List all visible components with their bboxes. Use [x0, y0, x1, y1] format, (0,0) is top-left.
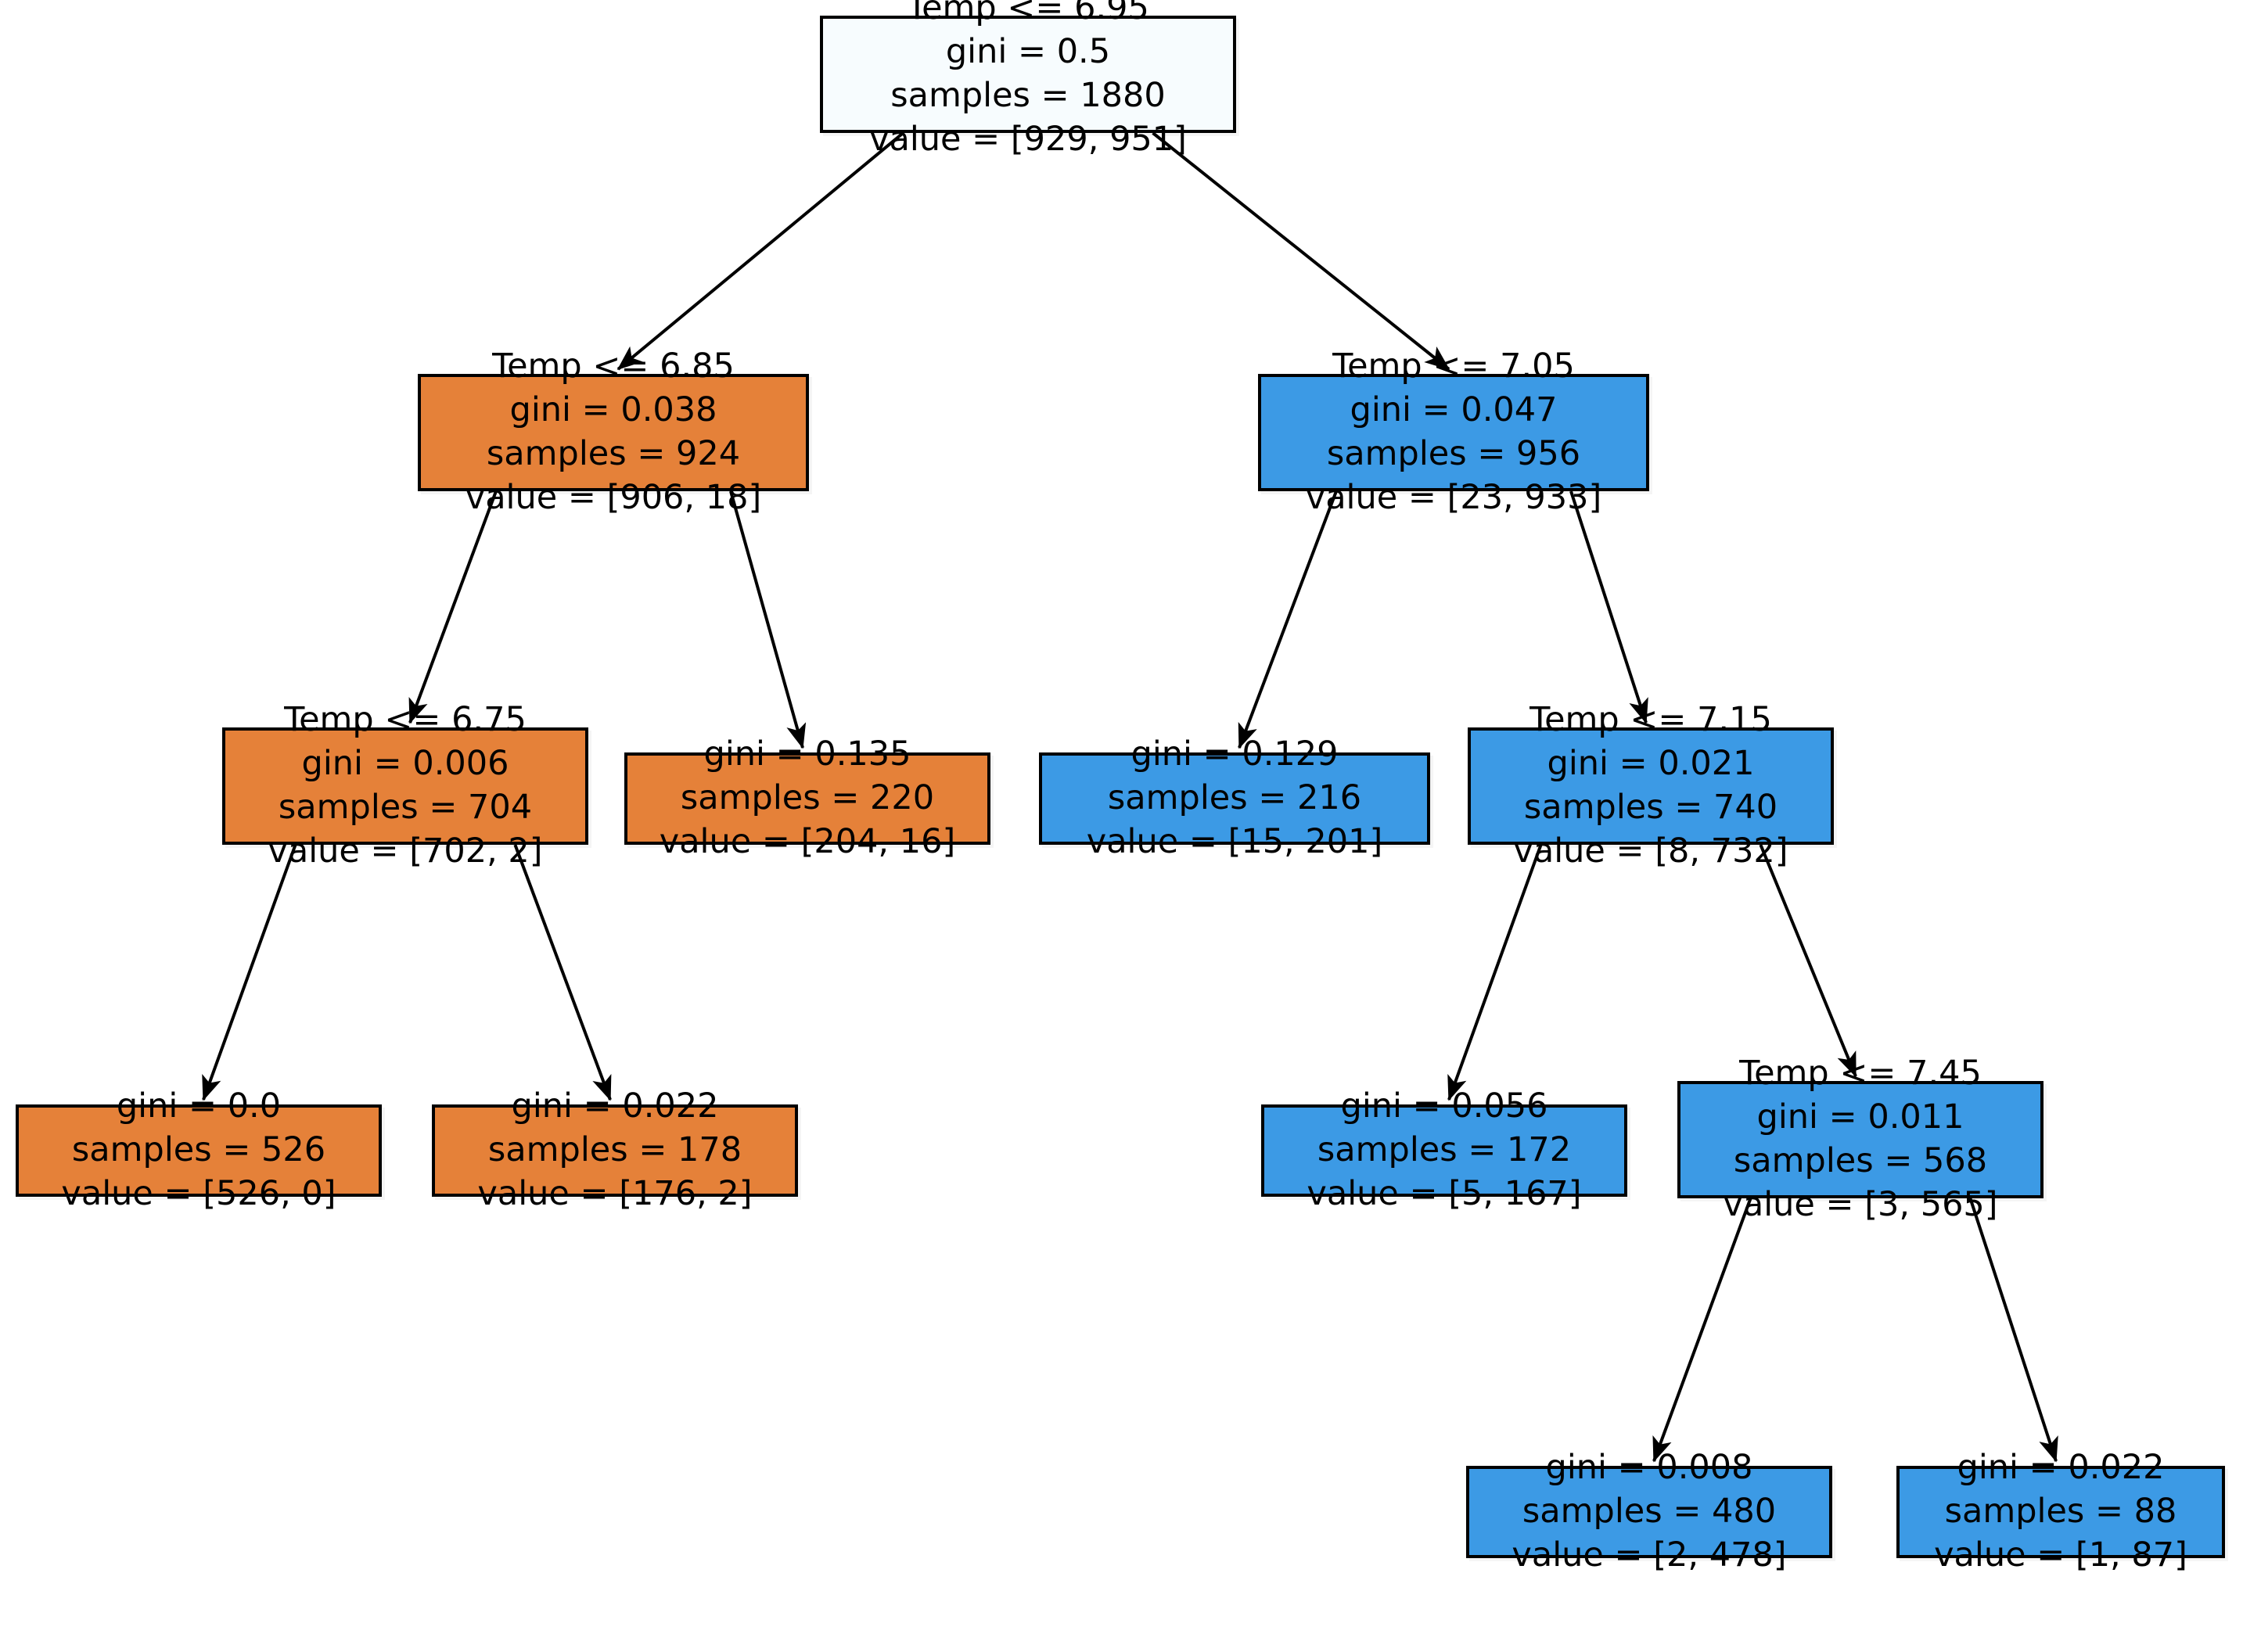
- node-samples: samples = 924: [486, 434, 741, 473]
- node-samples: samples = 956: [1326, 434, 1581, 473]
- node-samples: samples = 526: [71, 1130, 326, 1170]
- node-gini: gini = 0.0: [116, 1086, 282, 1126]
- node-condition: Temp <= 6.85: [492, 347, 735, 386]
- node-value: value = [2, 478]: [1512, 1535, 1787, 1575]
- tree-edge: [202, 844, 297, 1101]
- node-gini: gini = 0.006: [301, 744, 509, 784]
- node-samples: samples = 178: [487, 1130, 742, 1170]
- tree-edge: [513, 844, 612, 1101]
- node-samples: samples = 704: [278, 788, 533, 827]
- node-value: value = [1, 87]: [1934, 1535, 2187, 1575]
- tree-edge: [1238, 490, 1338, 749]
- tree-node: Temp <= 6.85 gini = 0.038 samples = 924 val…: [418, 347, 809, 517]
- tree-edge: [729, 490, 807, 749]
- node-gini: gini = 0.5: [945, 32, 1111, 72]
- node-gini: gini = 0.038: [509, 390, 717, 430]
- tree-edge: [408, 490, 498, 724]
- node-gini: gini = 0.135: [703, 734, 911, 774]
- node-condition: Temp <= 7.15: [1529, 700, 1772, 740]
- tree-edge: [1569, 490, 1648, 724]
- node-value: value = [5, 167]: [1307, 1173, 1582, 1213]
- node-condition: Temp <= 7.05: [1332, 347, 1575, 386]
- node-samples: samples = 216: [1107, 778, 1362, 818]
- node-value: value = [929, 951]: [869, 119, 1187, 159]
- tree-edge: [1759, 844, 1857, 1078]
- node-gini: gini = 0.056: [1340, 1086, 1548, 1126]
- node-samples: samples = 1880: [890, 76, 1166, 115]
- node-value: value = [15, 201]: [1086, 821, 1383, 861]
- node-gini: gini = 0.021: [1547, 744, 1755, 784]
- node-samples: samples = 480: [1522, 1492, 1777, 1532]
- tree-edge: [1447, 844, 1543, 1101]
- node-value: value = [3, 565]: [1723, 1184, 1998, 1224]
- node-samples: samples = 740: [1523, 788, 1778, 827]
- node-value: value = [176, 2]: [477, 1173, 753, 1213]
- tree-edge: [1968, 1198, 2058, 1463]
- node-gini: gini = 0.022: [1957, 1448, 2165, 1488]
- node-value: value = [526, 0]: [61, 1173, 336, 1213]
- node-condition: Temp <= 6.75: [284, 700, 527, 740]
- node-value: value = [906, 18]: [465, 477, 762, 517]
- node-samples: samples = 88: [1944, 1492, 2177, 1532]
- node-samples: samples = 568: [1733, 1141, 1988, 1180]
- node-value: value = [23, 933]: [1305, 477, 1602, 517]
- tree-edge: [1152, 131, 1450, 371]
- node-gini: gini = 0.047: [1350, 390, 1558, 430]
- tree-edge: [1652, 1198, 1752, 1463]
- node-samples: samples = 172: [1317, 1130, 1572, 1170]
- node-value: value = [204, 16]: [659, 821, 956, 861]
- node-condition: Temp <= 7.45: [1739, 1054, 1982, 1094]
- node-gini: gini = 0.022: [511, 1086, 719, 1126]
- tree-edge: [616, 131, 904, 371]
- node-gini: gini = 0.008: [1545, 1448, 1753, 1488]
- node-samples: samples = 220: [680, 778, 935, 818]
- node-gini: gini = 0.011: [1756, 1097, 1964, 1137]
- node-value: value = [702, 2]: [268, 831, 543, 871]
- node-value: value = [8, 732]: [1513, 831, 1788, 871]
- tree-node: Temp <= 7.05 gini = 0.047 samples = 956 val…: [1258, 347, 1649, 517]
- node-gini: gini = 0.129: [1130, 734, 1339, 774]
- tree-node: Temp <= 6.95 gini = 0.5 samples = 1880 valu…: [820, 0, 1236, 159]
- node-condition: Temp <= 6.95: [907, 0, 1149, 28]
